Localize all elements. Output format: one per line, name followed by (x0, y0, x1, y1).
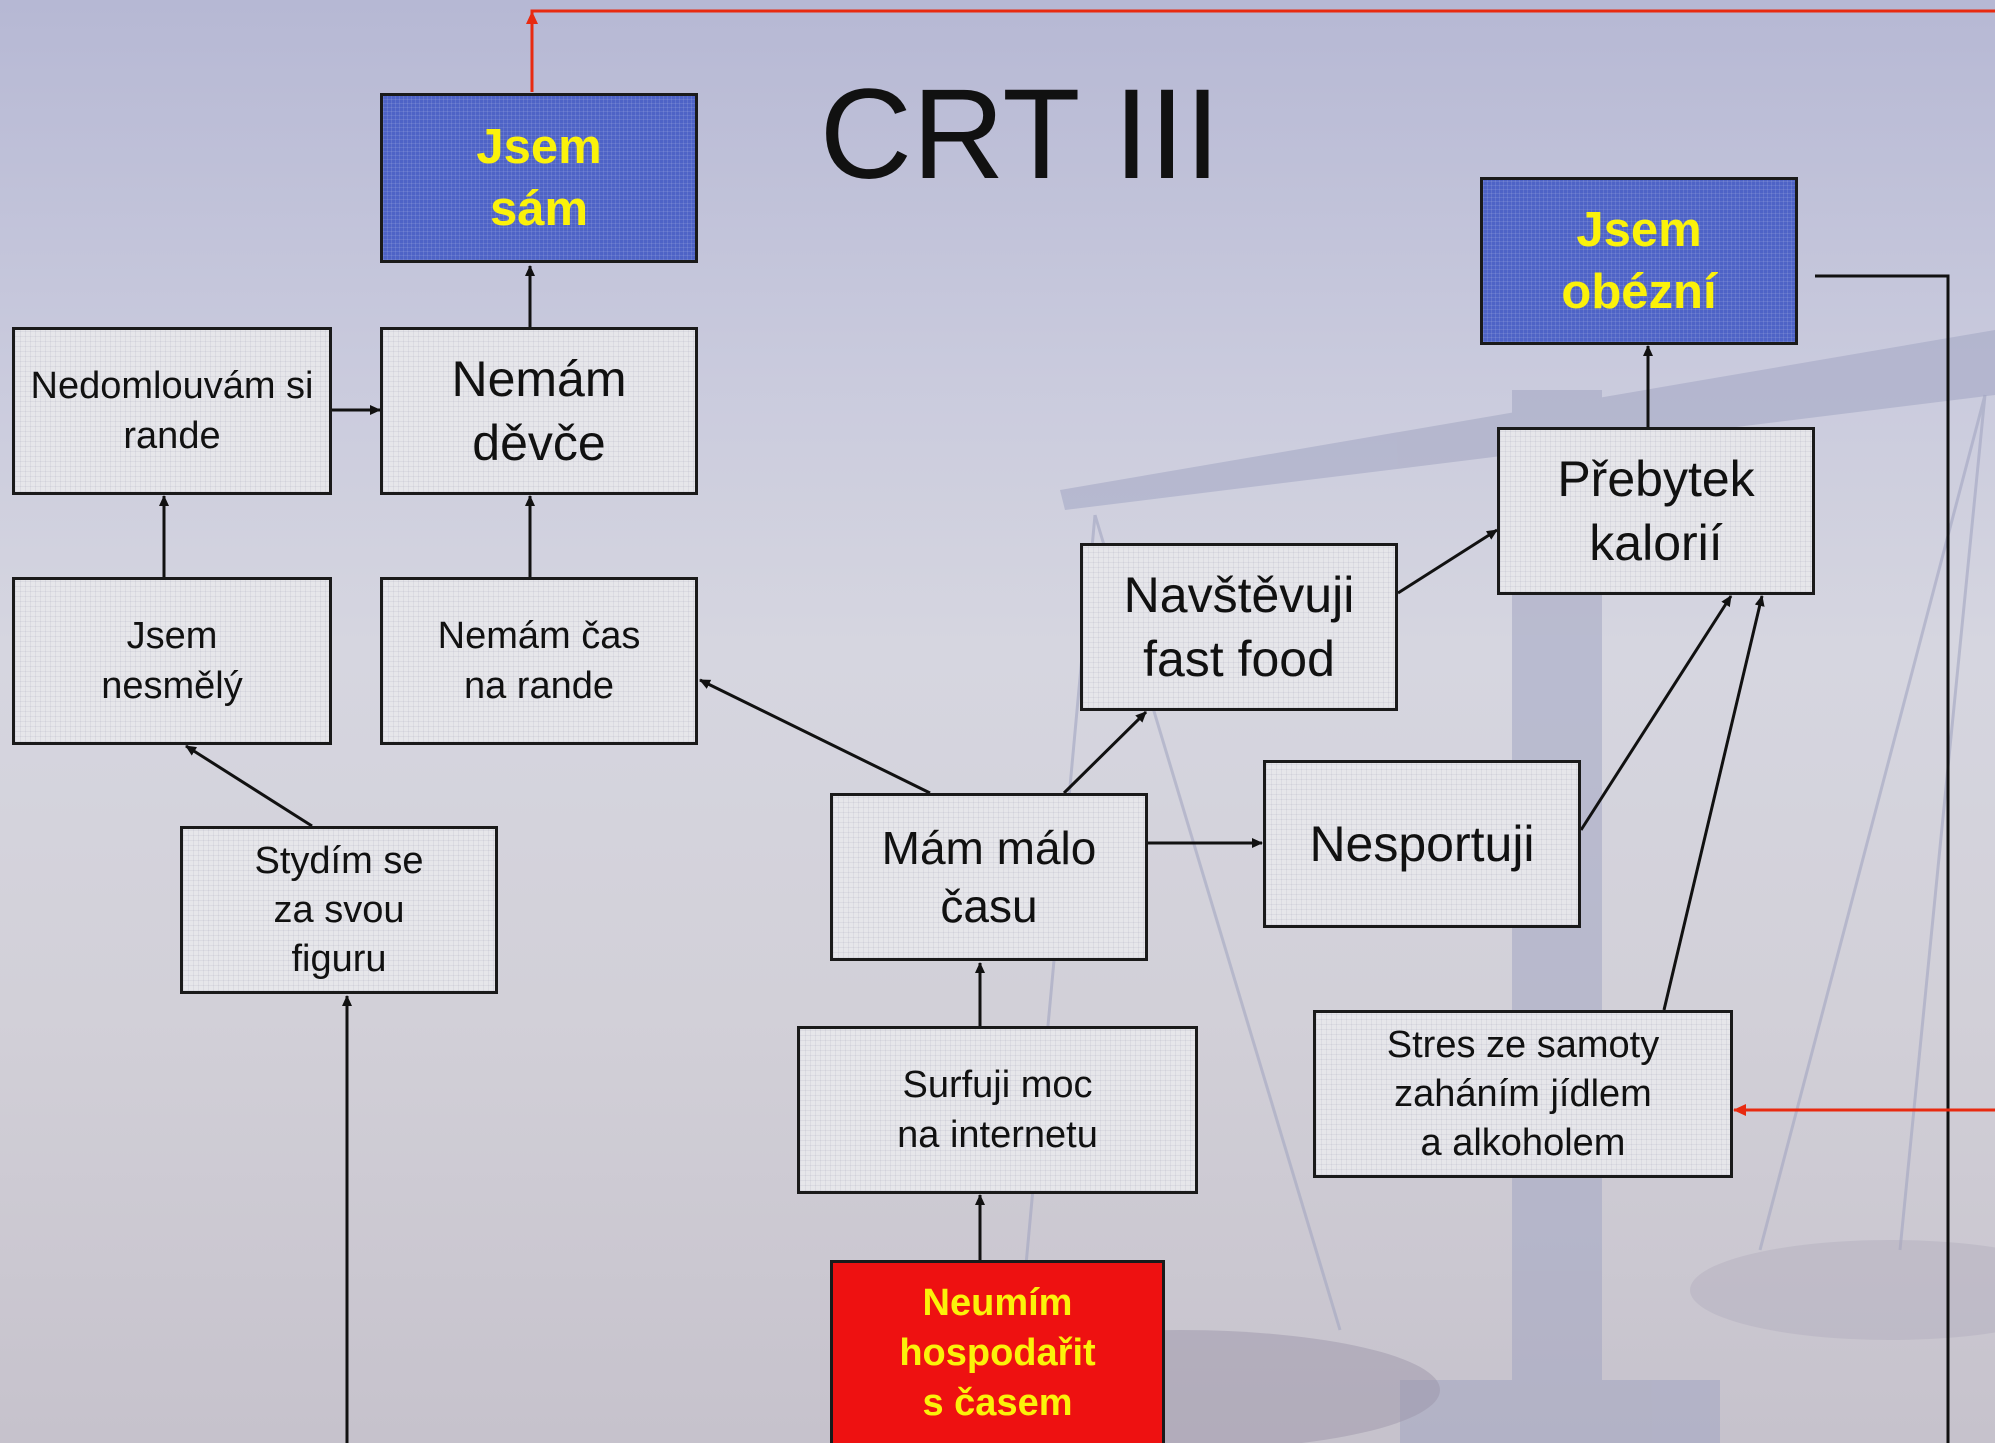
edge-stres-to-prebytek (1662, 595, 1765, 1011)
node-nedomlouvam: Nedomlouvám si rande (12, 327, 332, 495)
node-nemam-devce: Nemám děvče (380, 327, 698, 495)
node-nemam-cas: Nemám čas na rande (380, 577, 698, 745)
node-navstevuji-fast-food: Navštěvuji fast food (1080, 543, 1398, 711)
node-nesportuji: Nesportuji (1263, 760, 1581, 928)
node-surfuji: Surfuji moc na internetu (797, 1026, 1198, 1194)
node-prebytek-kalorii: Přebytek kalorií (1497, 427, 1815, 595)
node-neumim-hospodarit: Neumím hospodařit s časem (830, 1260, 1165, 1443)
edge-obezni-feedback-line (1815, 274, 1950, 1443)
diagram-title: CRT III (819, 63, 1221, 206)
node-jsem-obezni: Jsem obézní (1480, 177, 1798, 345)
edge-malo-to-navstevuji (1062, 710, 1148, 795)
node-jsem-sam: Jsem sám (380, 93, 698, 263)
node-stydim-se: Stydím se za svou figuru (180, 826, 498, 994)
feedback-arrow-to-sam (530, 9, 1995, 92)
node-jsem-nesmely: Jsem nesmělý (12, 577, 332, 745)
edge-nesportuji-to-prebytek (1579, 595, 1733, 831)
node-mam-malo-casu: Mám málo času (830, 793, 1148, 961)
edge-navstevuji-to-prebytek (1397, 528, 1498, 595)
node-stres-ze-samoty: Stres ze samoty zaháním jídlem a alkohol… (1313, 1010, 1733, 1178)
edge-stydim-to-nesmely (185, 744, 313, 828)
edge-malo-to-nemamcas (699, 678, 931, 795)
